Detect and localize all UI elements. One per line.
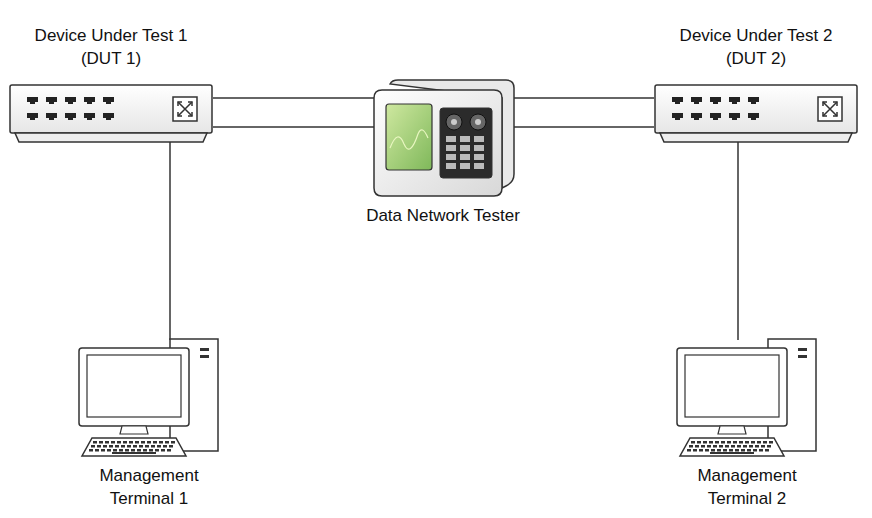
switch-device: Device Under Test 2 (DUT 2) (654, 82, 858, 144)
computer-terminal-icon (676, 338, 818, 458)
switch-device-icon (654, 82, 858, 144)
computer-terminal: Management Terminal 2 (676, 338, 818, 458)
network-tester-icon (368, 78, 518, 198)
network-cable (737, 140, 739, 340)
network-cable (213, 126, 374, 128)
computer-terminal-icon (78, 338, 220, 458)
node-label: Management Terminal 2 (682, 464, 812, 510)
switch-device: Device Under Test 1 (DUT 1) (9, 82, 213, 144)
node-label: Data Network Tester (343, 204, 543, 227)
network-tester: Data Network Tester (368, 78, 518, 198)
network-cable (512, 126, 654, 128)
switch-device-icon (9, 82, 213, 144)
network-cable (512, 97, 654, 99)
network-cable (213, 97, 374, 99)
node-label: Device Under Test 1 (DUT 1) (25, 24, 197, 70)
computer-terminal: Management Terminal 1 (78, 338, 220, 458)
network-cable (169, 140, 171, 340)
node-label: Device Under Test 2 (DUT 2) (670, 24, 842, 70)
node-label: Management Terminal 1 (84, 464, 214, 510)
